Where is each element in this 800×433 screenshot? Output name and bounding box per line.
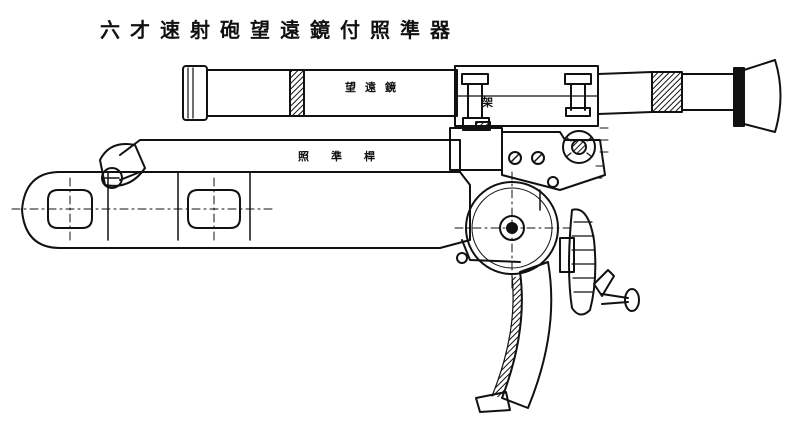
arc-foot [475, 391, 511, 413]
base-bracket [11, 171, 471, 249]
label-sighting-arm: 照準桿 [298, 150, 397, 163]
mount-block [449, 127, 606, 191]
mount-mark [475, 121, 491, 131]
eyepiece-knurl [651, 71, 683, 113]
diagram-title: 六才速射砲望遠鏡付照準器 [100, 18, 460, 42]
telescope-objective [182, 65, 208, 121]
crank-handle [593, 269, 640, 312]
gear-wheel [454, 171, 571, 289]
telescope-band [289, 69, 305, 117]
sighting-arm [99, 139, 461, 189]
elevation-drum [562, 127, 609, 179]
eyepiece-hood [743, 59, 782, 133]
telescope-eyepiece-tube [597, 71, 653, 115]
label-mount: 架 [482, 96, 513, 109]
arm-pivot-screw [101, 167, 123, 189]
slot-middle [187, 189, 241, 229]
telescope [182, 59, 782, 133]
label-telescope: 望遠鏡 [345, 81, 405, 94]
slot-left [47, 189, 93, 229]
telescope-tube [206, 69, 458, 117]
arm-knuckle [99, 143, 146, 187]
support-stem [461, 189, 541, 263]
handwheel [559, 208, 597, 316]
toothed-arc [475, 261, 553, 413]
